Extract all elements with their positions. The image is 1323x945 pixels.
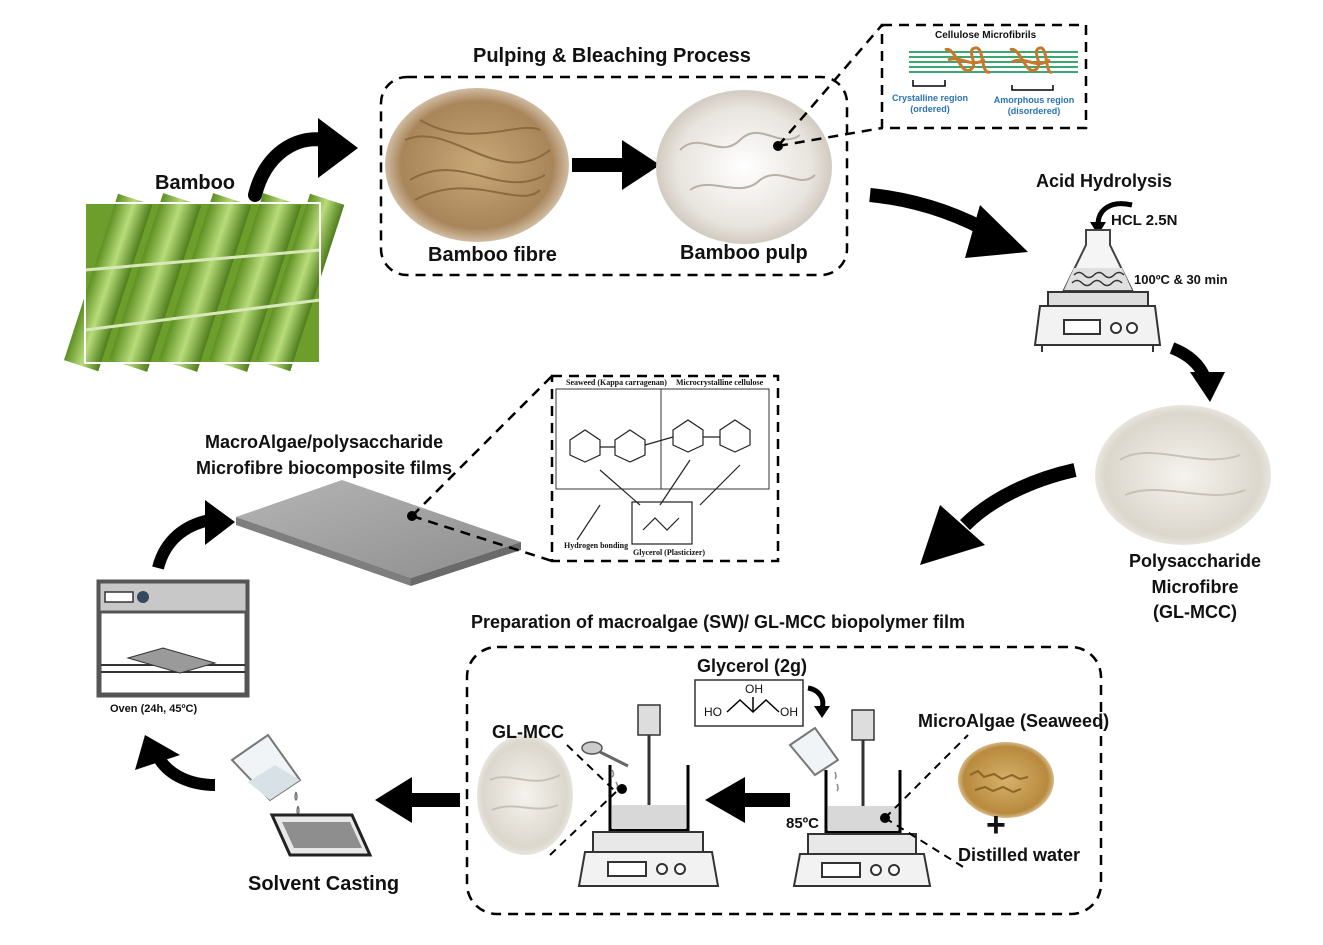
erlenmeyer-flask-icon xyxy=(1062,229,1134,291)
pulping-title: Pulping & Bleaching Process xyxy=(473,45,751,67)
curved-arrow-icon xyxy=(1090,201,1133,235)
crystalline-label-1: Crystalline region xyxy=(891,93,969,103)
inset-hbond-label: Hydrogen bonding xyxy=(564,541,629,550)
glycerol-ho-left: HO xyxy=(704,705,722,719)
curved-arrow-icon xyxy=(135,735,216,791)
acid-hydrolysis-label: Acid Hydrolysis xyxy=(1036,171,1173,191)
preparation-dashed-box xyxy=(465,645,1103,916)
inset-glycerol-label: Glycerol (Plasticizer) xyxy=(633,548,706,557)
crystalline-label-2: (ordered) xyxy=(910,104,950,114)
beaker-icon xyxy=(788,726,840,792)
stirrer-icon xyxy=(608,704,690,832)
hotplate-icon xyxy=(792,833,932,887)
bamboo-photo xyxy=(63,193,345,372)
powder-photo xyxy=(1095,405,1271,545)
curved-arrow-icon xyxy=(1169,342,1225,402)
powder-photo xyxy=(477,735,573,855)
curved-arrow-icon xyxy=(920,463,1077,565)
curved-arrow-icon xyxy=(248,118,358,202)
stirrer-icon xyxy=(824,709,902,834)
beaker-icon xyxy=(230,733,302,816)
chemical-structure-inset xyxy=(550,374,780,563)
distilled-water-label: Distilled water xyxy=(958,845,1081,865)
bamboo-pulp-label: Bamboo pulp xyxy=(680,242,808,264)
seaweed-photo xyxy=(958,742,1054,818)
temp-time-label: 100ºC & 30 min xyxy=(1134,272,1228,287)
oven-icon xyxy=(96,579,250,698)
straight-arrow xyxy=(705,777,790,823)
glycerol-oh-right: OH xyxy=(780,705,798,719)
plus-sign: + xyxy=(986,806,1006,844)
pulping-dashed-box xyxy=(379,75,849,277)
microfibrils-inset xyxy=(880,23,1088,130)
glycerol-label: Glycerol (2g) xyxy=(697,656,808,676)
polysaccharide-label-1: Polysaccharide xyxy=(1128,551,1262,571)
curved-arrow-icon xyxy=(807,685,830,718)
glycerol-structure xyxy=(694,679,804,727)
microfibrils-title: Cellulose Microfibrils xyxy=(935,30,1037,41)
straight-arrow xyxy=(572,140,660,190)
inset-seaweed-label: Seaweed (Kappa carragenan) xyxy=(566,378,667,387)
film-label-2: Microfibre biocomposite films xyxy=(196,458,453,478)
amorphous-label-1: Amorphous region xyxy=(993,95,1075,105)
bamboo-label: Bamboo xyxy=(155,172,235,194)
oven-label: Oven (24h, 45ºC) xyxy=(110,703,198,715)
casting-tray-icon xyxy=(269,813,373,857)
glycerol-oh-top: OH xyxy=(745,682,763,696)
bamboo-fibre-label: Bamboo fibre xyxy=(428,244,557,266)
bamboo-fibre-photo xyxy=(385,88,569,242)
inset-mcc-label: Microcrystalline cellulose xyxy=(676,378,764,387)
curved-arrow-icon xyxy=(869,188,1028,258)
microalgae-label: MicroAlgae (Seaweed) xyxy=(918,711,1110,731)
hcl-label: HCL 2.5N xyxy=(1111,212,1178,229)
hotplate-icon xyxy=(1033,291,1162,352)
gl-mcc-label: GL-MCC xyxy=(492,722,564,742)
curved-arrow-icon xyxy=(152,500,235,570)
hotplate-icon xyxy=(577,831,720,887)
film-label-1: MacroAlgae/polysaccharide xyxy=(205,432,444,452)
amorphous-label-2: (disordered) xyxy=(1007,106,1061,116)
film-sheet-icon xyxy=(236,480,521,586)
spatula-icon xyxy=(581,741,629,790)
solvent-casting-label: Solvent Casting xyxy=(248,873,400,895)
temp-85-label: 85ºC xyxy=(786,815,819,832)
polysaccharide-label-2: Microfibre xyxy=(1151,577,1239,597)
polysaccharide-label-3: (GL-MCC) xyxy=(1153,602,1237,622)
straight-arrow xyxy=(375,777,460,823)
preparation-title: Preparation of macroalgae (SW)/ GL-MCC b… xyxy=(471,612,966,632)
